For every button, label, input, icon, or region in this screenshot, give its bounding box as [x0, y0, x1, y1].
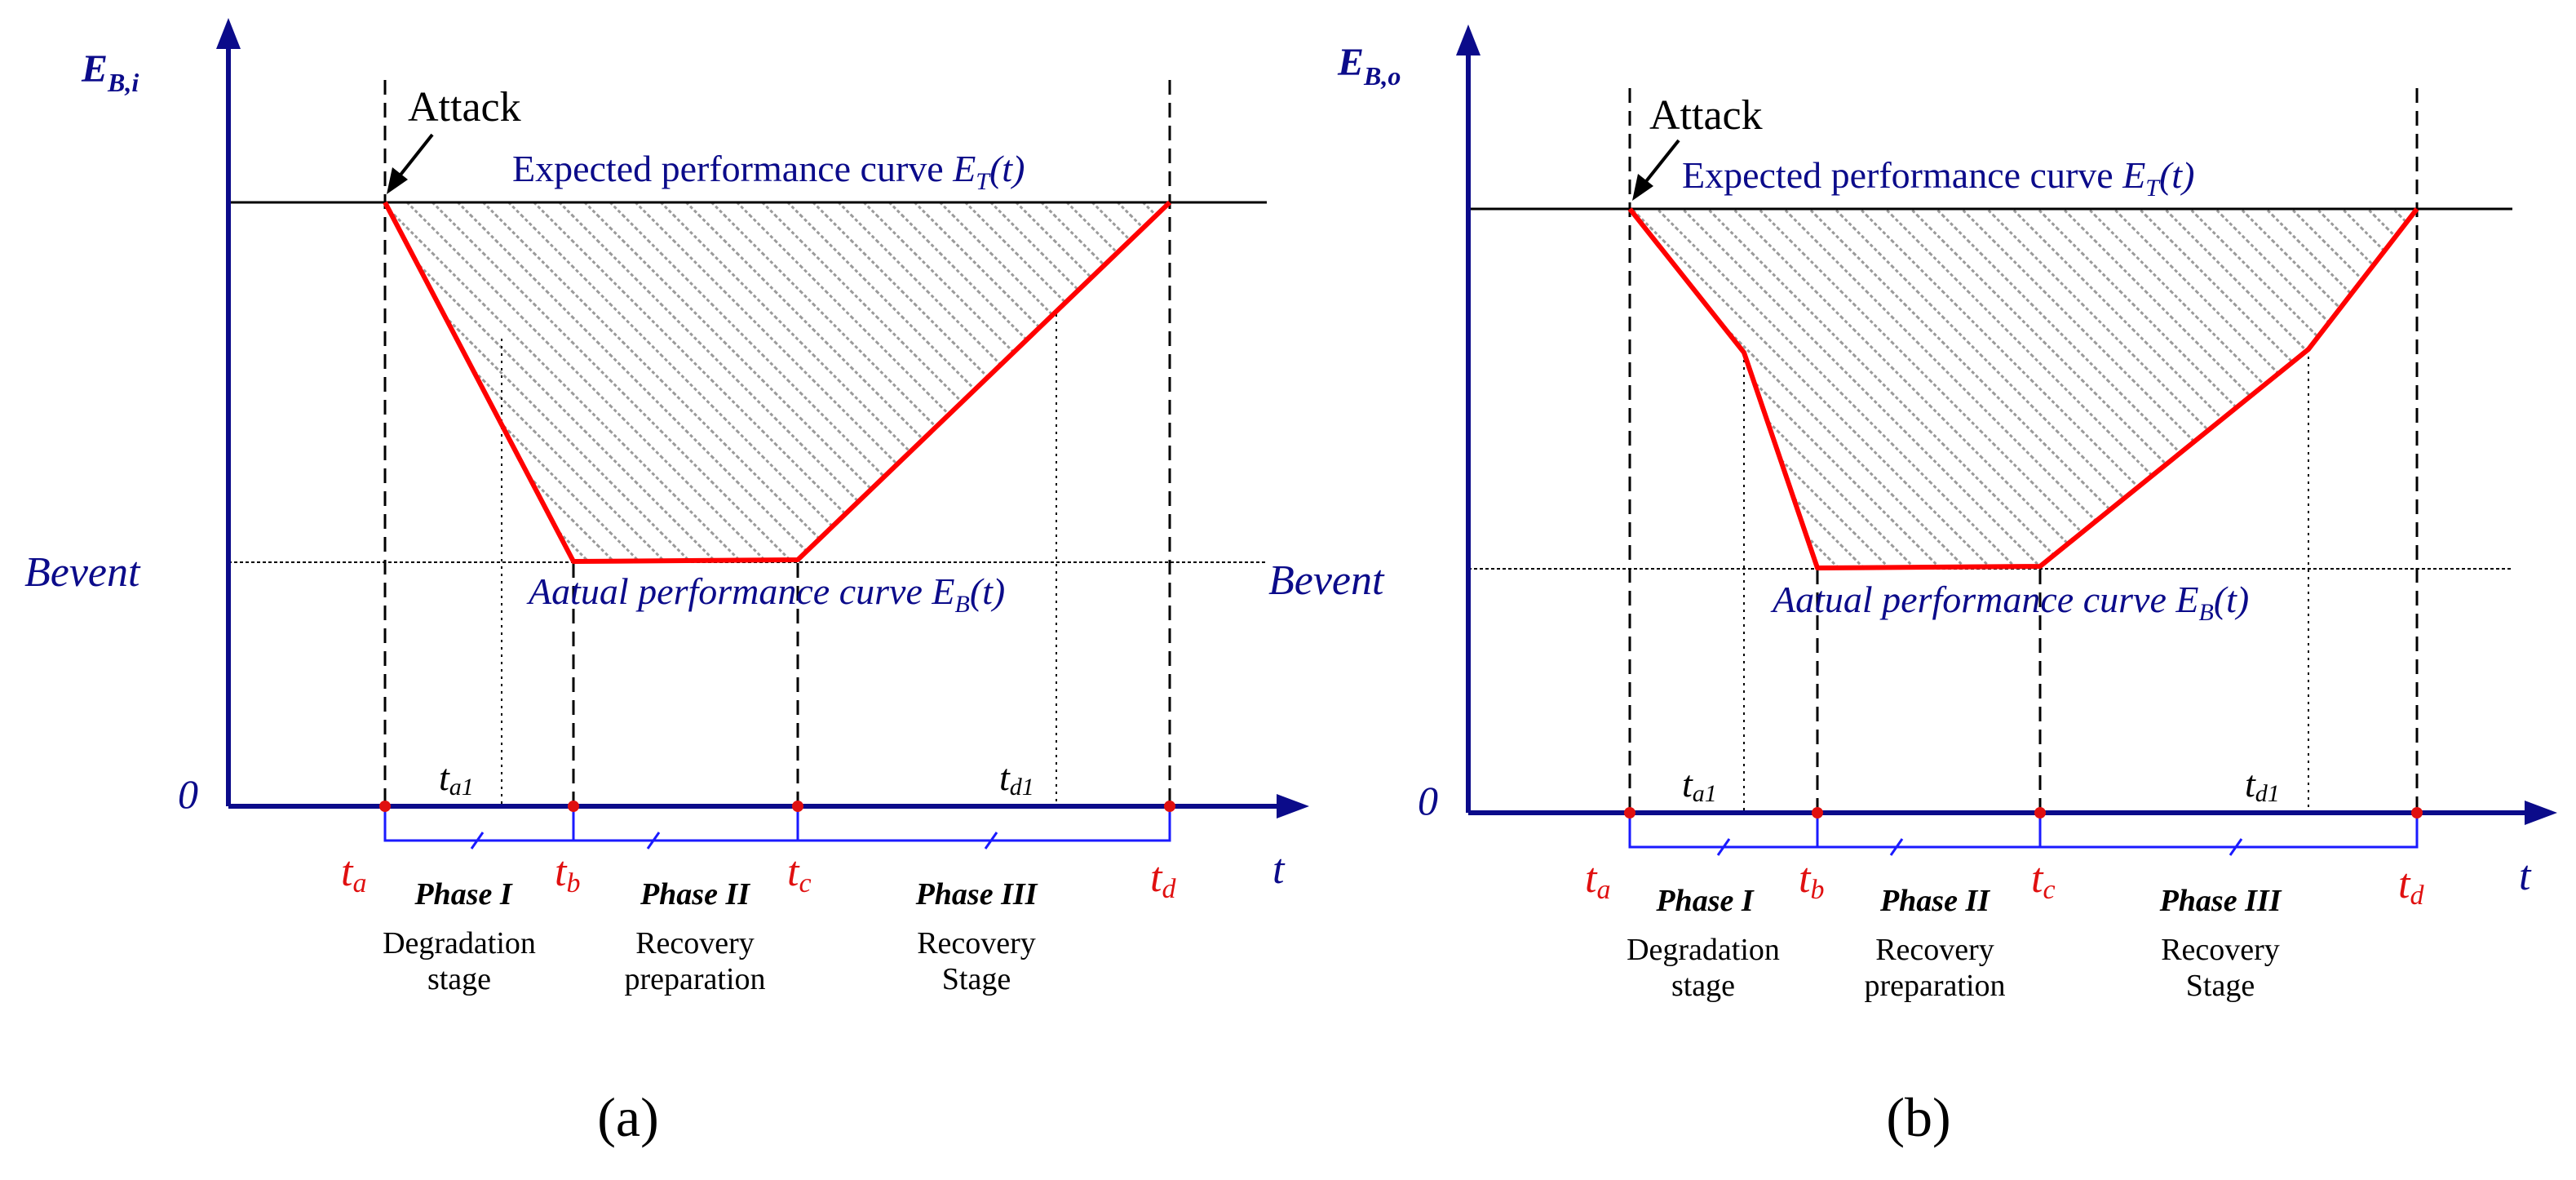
- attack-label: Attack: [408, 84, 521, 131]
- phase1-line2: stage: [1671, 969, 1735, 1003]
- phase3-slash: [984, 832, 998, 850]
- attack-arrow-shaft: [393, 133, 434, 184]
- phase3-title: Phase III: [915, 877, 1038, 912]
- actual-curve-label: Aatual performance curve EB(t): [1770, 579, 2249, 626]
- phase1-line1: Degradation: [1627, 933, 1780, 967]
- phase3-line2: Stage: [942, 962, 1011, 996]
- tc-dot: [2034, 807, 2046, 818]
- phase3-line1: Recovery: [917, 926, 1036, 960]
- bevent-label: Bevent: [24, 549, 141, 596]
- phase3-title: Phase III: [2159, 884, 2282, 918]
- performance-loss-area: [385, 202, 1170, 561]
- ta-dot: [1624, 807, 1635, 818]
- attack-arrow-shaft: [1639, 139, 1680, 190]
- expected-curve-label: Expected performance curve ET(t): [512, 148, 1025, 195]
- phase3-line1: Recovery: [2161, 933, 2280, 967]
- actual-curve-label: Aatual performance curve EB(t): [526, 570, 1005, 618]
- phase3-line2: Stage: [2186, 969, 2255, 1003]
- bevent-label: Bevent: [1268, 557, 1385, 604]
- x-axis-label: t: [1273, 846, 1286, 893]
- td-label: td: [1150, 854, 1176, 904]
- y-axis-label: EB,i: [81, 47, 139, 97]
- phase1-slash: [1716, 838, 1731, 856]
- ta1-label: ta1: [1682, 763, 1717, 807]
- td-dot: [1164, 801, 1175, 812]
- ta1-label: ta1: [439, 756, 474, 801]
- tb-dot: [568, 801, 579, 812]
- phase3-slash: [2229, 838, 2243, 856]
- tc-label: tc: [2031, 855, 2056, 905]
- phase1-slash: [470, 832, 485, 850]
- origin-label: 0: [178, 771, 198, 817]
- y-axis-label: EB,o: [1337, 41, 1401, 91]
- phase1-line1: Degradation: [383, 926, 536, 960]
- attack-arrow-head: [1632, 174, 1653, 201]
- attack-arrow-head: [387, 167, 408, 194]
- ta-dot: [379, 801, 391, 812]
- phase2-line1: Recovery: [1875, 933, 1994, 967]
- tb-dot: [1812, 807, 1823, 818]
- phase-bracket: [1628, 813, 2419, 849]
- tb-label: tb: [1799, 855, 1824, 905]
- phase1-title: Phase I: [414, 877, 513, 912]
- td-dot: [2411, 807, 2423, 818]
- phase2-title: Phase II: [1879, 884, 1990, 918]
- td1-label: td1: [999, 756, 1034, 801]
- tc-label: tc: [787, 849, 812, 898]
- phase2-title: Phase II: [640, 877, 750, 912]
- performance-loss-area: [1630, 209, 2417, 568]
- phase2-slash: [646, 832, 661, 850]
- attack-label: Attack: [1649, 92, 1763, 139]
- phase1-line2: stage: [427, 962, 491, 996]
- panel-b: EB,o Attack Expected performance curve E…: [1268, 24, 2557, 1148]
- actual-curve-line: [1627, 207, 2419, 570]
- phase2-line2: preparation: [624, 962, 765, 996]
- panel-caption: (a): [597, 1086, 658, 1148]
- y-axis-arrowhead: [216, 18, 241, 49]
- phase-bracket: [383, 806, 1171, 842]
- x-axis-label: t: [2519, 853, 2532, 899]
- origin-label: 0: [1418, 778, 1438, 823]
- x-axis-arrowhead: [1277, 794, 1309, 818]
- tc-dot: [792, 801, 803, 812]
- x-axis-arrowhead: [2525, 801, 2557, 825]
- panel-a: EB,i Attack Expected performance curve E…: [24, 18, 1309, 1148]
- ta-label: ta: [1585, 855, 1610, 905]
- phase1-title: Phase I: [1655, 884, 1755, 918]
- td-label: td: [2398, 861, 2424, 911]
- expected-curve-label: Expected performance curve ET(t): [1682, 154, 2194, 202]
- td1-label: td1: [2245, 763, 2280, 807]
- tb-label: tb: [555, 849, 580, 898]
- ta-label: ta: [341, 849, 366, 898]
- phase2-line2: preparation: [1864, 969, 2005, 1003]
- phase2-slash: [1889, 838, 1904, 856]
- panel-caption: (b): [1886, 1086, 1950, 1148]
- actual-curve-line: [383, 200, 1172, 564]
- phase2-line1: Recovery: [635, 926, 755, 960]
- y-axis-arrowhead: [1456, 24, 1481, 55]
